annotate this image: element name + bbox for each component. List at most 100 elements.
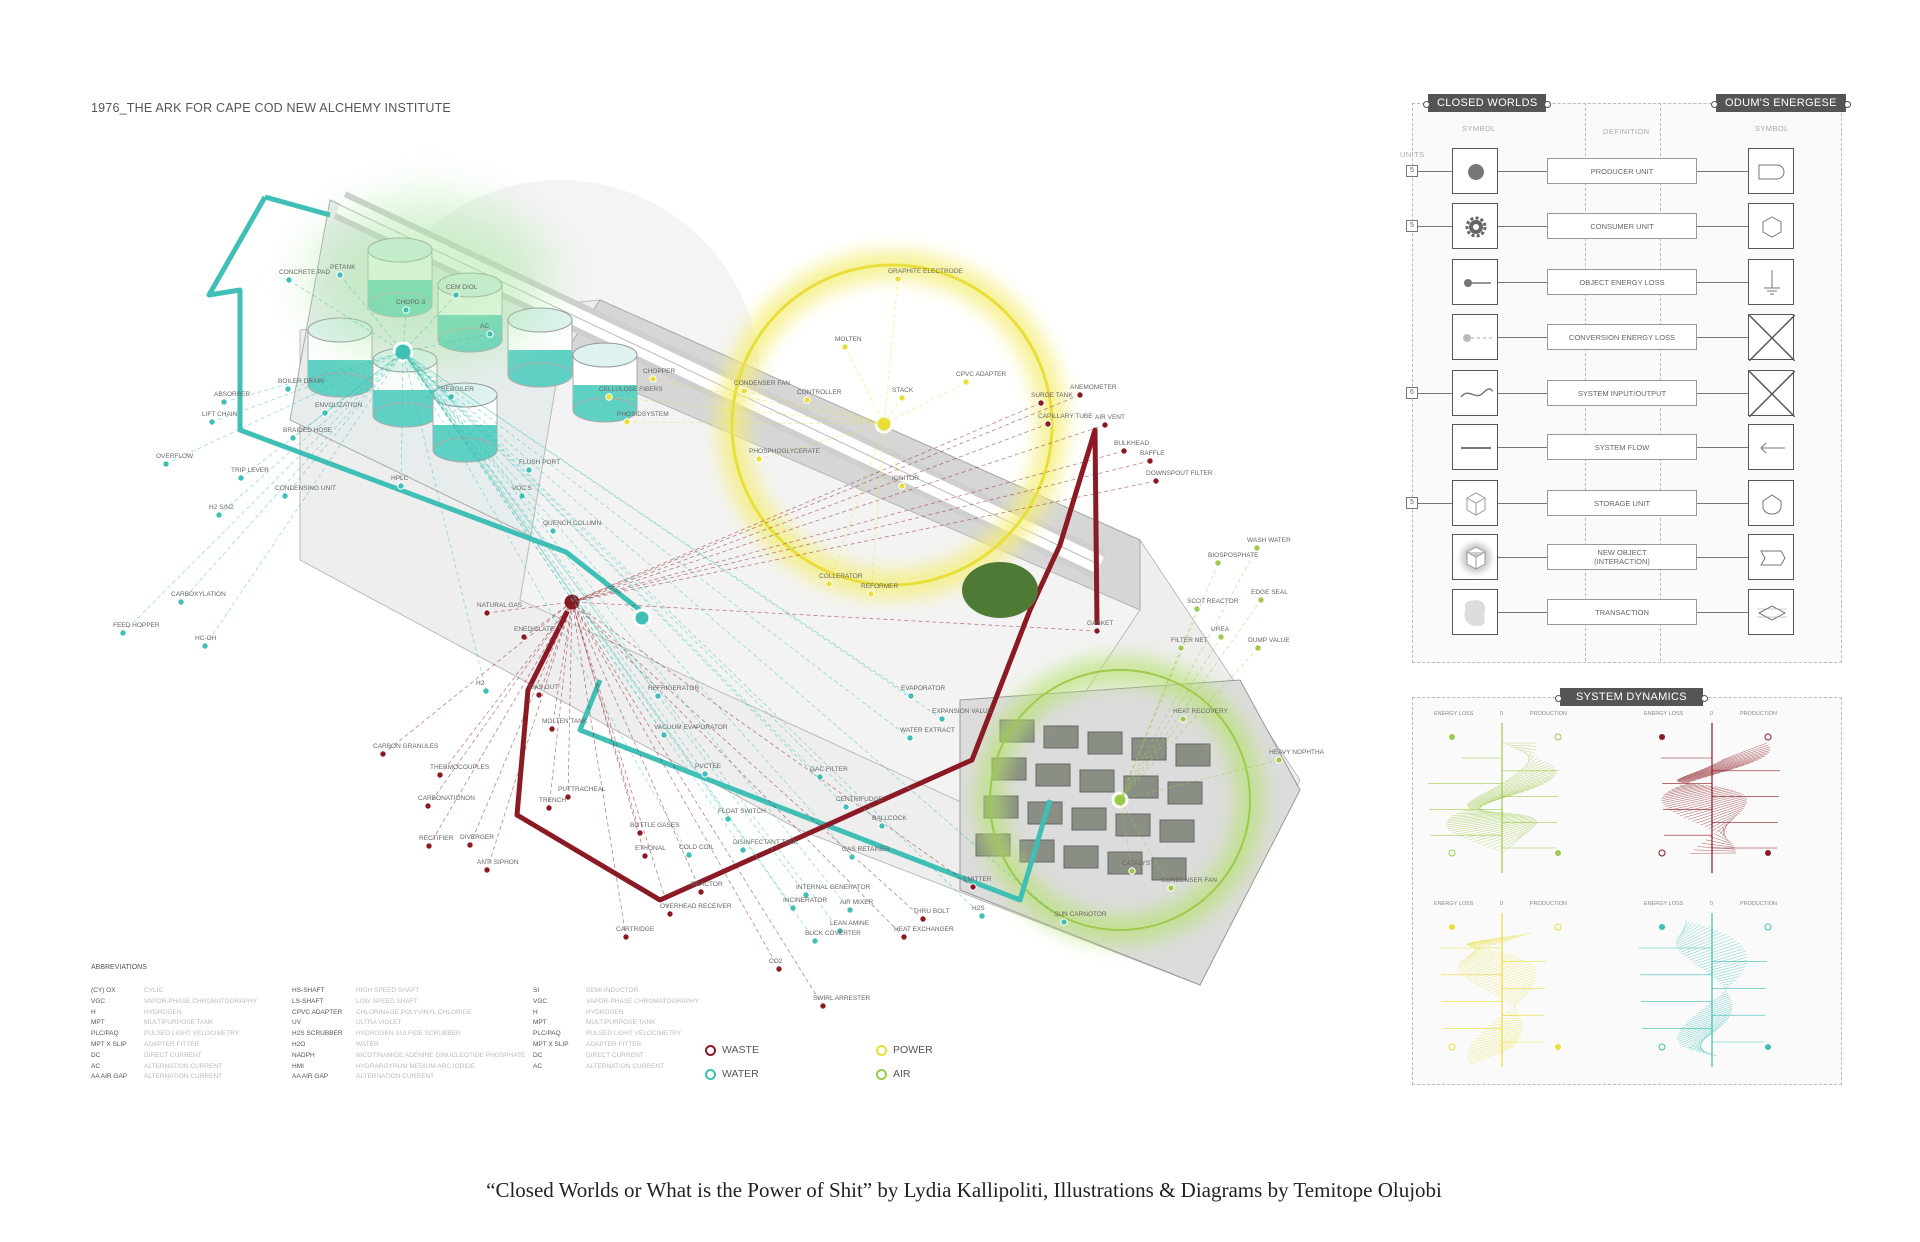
label-text: WATER EXTRACT <box>900 727 955 734</box>
mesh-line <box>1468 785 1540 803</box>
mesh-line <box>1497 1017 1521 1020</box>
abbreviation-key: MPT <box>91 1019 105 1027</box>
label-text: GRAPHITE ELECTRODE <box>888 268 963 275</box>
mesh-line <box>1470 783 1544 802</box>
mesh-line <box>1683 761 1755 777</box>
planter <box>1131 737 1167 761</box>
mesh-line <box>1695 1037 1706 1053</box>
label-text: IGNITOR <box>892 475 919 482</box>
component-label: PUTTRACHEAL <box>558 601 606 801</box>
label-dot <box>1060 918 1068 926</box>
mesh-line <box>1686 759 1759 776</box>
label-dot <box>978 912 986 920</box>
component-label: HEAT RECOVERY <box>1119 708 1229 801</box>
mesh-line <box>1689 757 1762 775</box>
label-dot <box>208 418 216 426</box>
label-text: LIFT CHAIN <box>202 411 238 418</box>
label-dot <box>119 629 127 637</box>
mesh-line <box>1469 1046 1513 1065</box>
component-label: THERMOCOUPLES <box>430 601 573 779</box>
label-text: ENVOLIZATION <box>315 402 362 409</box>
label-text: GASKET <box>1087 620 1113 627</box>
component-label: ETHONAL <box>571 601 666 860</box>
label-text: CONCRETE PAD <box>279 269 330 276</box>
label-dot <box>898 482 906 490</box>
diamond-arrows-icon <box>1757 605 1787 621</box>
label-text: CONTROLLER <box>797 389 842 396</box>
component-label: CONDENSER FAN <box>1119 799 1217 892</box>
dynamics-chart-waste <box>1658 723 1780 873</box>
mesh-line <box>1700 1000 1732 1011</box>
label-dot <box>336 271 344 279</box>
label-dot <box>162 460 170 468</box>
mesh-line <box>1665 785 1709 794</box>
component-label: LEAN AMINE <box>402 351 870 935</box>
production-label: PRODUCTION <box>1530 901 1567 907</box>
component-label: BALLCOCK <box>402 351 907 830</box>
mesh-line <box>1488 772 1557 791</box>
label-text: CHOPD-3 <box>396 299 426 306</box>
mesh-line <box>1459 950 1497 965</box>
label-text: RECTIFIER <box>419 835 454 842</box>
abbreviation-meaning: VAPOR-PHASE CHROMATOGRAPHY <box>586 997 700 1005</box>
label-dot <box>962 378 970 386</box>
label-text: REFRIGERATOR <box>648 685 699 692</box>
label-dot <box>605 393 613 401</box>
mesh-line <box>1671 784 1701 790</box>
water-hub <box>632 608 652 628</box>
component-label: COLLERATOR <box>819 423 885 588</box>
label-dot <box>482 687 490 695</box>
definition-box: SYSTEM INPUT/OUTPUT <box>1547 380 1697 406</box>
mesh-line <box>1492 831 1529 850</box>
energy-loss-label: ENERGY LOSS <box>1644 901 1684 907</box>
mesh-line <box>1466 791 1524 807</box>
mesh-line <box>1479 969 1536 988</box>
mesh-line <box>1468 1035 1521 1049</box>
component-label: TRIP LEVER <box>231 351 404 482</box>
component-label: QUENCH COLUMN <box>402 351 601 535</box>
component-label: LIFT CHAIN <box>202 351 404 426</box>
label-dot <box>1214 559 1222 567</box>
label-text: BOTTLE GASES <box>630 822 680 829</box>
label-dot <box>825 580 833 588</box>
mesh-line <box>1453 817 1535 833</box>
label-text: SCOT REACTOR <box>1187 598 1239 605</box>
label-dot <box>483 866 491 874</box>
abbreviation-key: MPT X SLIP <box>91 1041 127 1048</box>
component-label: CARBON GRANULES <box>373 601 573 758</box>
production-label: PRODUCTION <box>1740 901 1777 907</box>
abbreviation-key: H <box>91 1008 96 1016</box>
component-label: FLUSH PORT <box>402 351 560 474</box>
label-text: FEED HOPPER <box>113 622 160 629</box>
label-dot <box>564 793 572 801</box>
component-label: OVERFLOW <box>156 351 404 468</box>
component-label: CONDENSING UNIT <box>275 351 404 500</box>
mesh-line <box>1446 814 1524 826</box>
abbreviation-meaning: HYDROGEN <box>586 1008 624 1016</box>
mesh-line <box>1718 829 1729 841</box>
mesh-line <box>1704 998 1731 1008</box>
ground-symbol-icon <box>1764 270 1780 295</box>
mesh-line <box>1496 768 1555 787</box>
abbreviation-key: AA AIR GAP <box>292 1073 329 1081</box>
mesh-line <box>1721 983 1734 986</box>
legend-label: WASTE <box>722 1044 759 1056</box>
definition-box: CONSUMER UNIT <box>1547 213 1697 239</box>
component-label: PHOSPHOGLYCERATE <box>749 423 885 463</box>
label-text: BULKHEAD <box>1114 440 1149 447</box>
label-text: TRENCH <box>539 797 566 804</box>
planter <box>1167 781 1203 805</box>
crossed-box-icon <box>1748 314 1796 362</box>
mesh-line <box>1713 994 1730 1001</box>
label-dot <box>919 915 927 923</box>
mesh-line <box>1473 965 1533 984</box>
label-text: PUTTRACHEAL <box>558 786 606 793</box>
mesh-line <box>1708 963 1747 974</box>
label-text: BRAIDED HOSE <box>283 427 333 434</box>
label-text: GAS OUT <box>529 684 558 691</box>
component-label: RECTIFIER <box>419 601 573 850</box>
component-label: DIVERGER <box>460 601 573 849</box>
component-label: CARBOXYLATION <box>171 351 404 606</box>
component-label: MOLTEN <box>835 336 885 425</box>
component-label: SWIRL ARRESTER <box>571 601 870 1010</box>
